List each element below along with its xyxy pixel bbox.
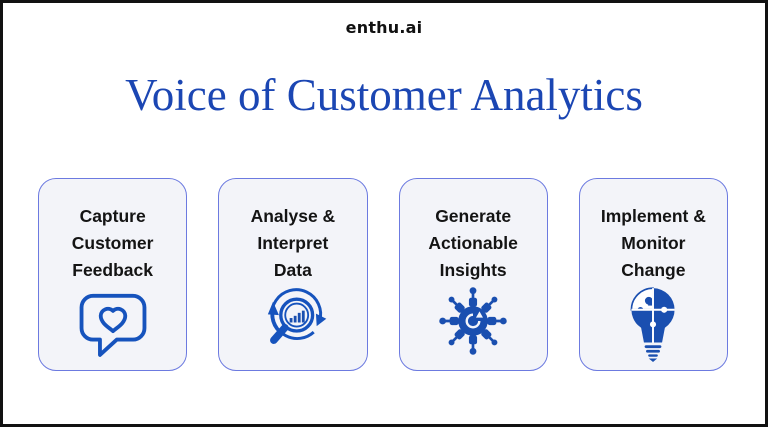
step-label-line: Data	[273, 260, 312, 280]
step-label-line: Implement &	[600, 206, 706, 226]
step-label-line: Generate	[435, 206, 512, 226]
step-label-line: Change	[621, 260, 686, 280]
puzzle-lightbulb-icon	[624, 284, 682, 362]
step-label-line: Actionable	[428, 233, 518, 253]
gear-network-hub-icon	[436, 284, 510, 358]
step-label-line: Analyse &	[250, 206, 336, 226]
step-card-analyse-data: Analyse & Interpret Data	[218, 178, 368, 371]
step-label-line: Interpret	[257, 233, 329, 253]
step-label-line: Capture	[79, 206, 146, 226]
step-label: Analyse & Interpret Data	[251, 203, 336, 284]
page-title: Voice of Customer Analytics	[125, 70, 643, 120]
steps-row: Capture Customer Feedback Analyse & Inte…	[38, 178, 728, 371]
step-label-line: Insights	[439, 260, 507, 280]
step-card-generate-insights: Generate Actionable Insights	[398, 178, 548, 371]
step-label-line: Monitor	[621, 233, 686, 253]
step-card-capture-feedback: Capture Customer Feedback	[38, 178, 188, 371]
step-label: Implement & Monitor Change	[601, 203, 706, 284]
brand-text: enthu.ai	[345, 18, 423, 37]
step-card-implement-change: Implement & Monitor Change	[578, 178, 728, 371]
step-label-line: Customer	[71, 233, 154, 253]
speech-bubble-heart-icon	[76, 292, 150, 358]
step-label: Capture Customer Feedback	[72, 203, 154, 284]
magnifier-bar-chart-cycle-icon	[256, 284, 330, 358]
step-label-line: Feedback	[72, 260, 153, 280]
step-label: Generate Actionable Insights	[428, 203, 517, 284]
